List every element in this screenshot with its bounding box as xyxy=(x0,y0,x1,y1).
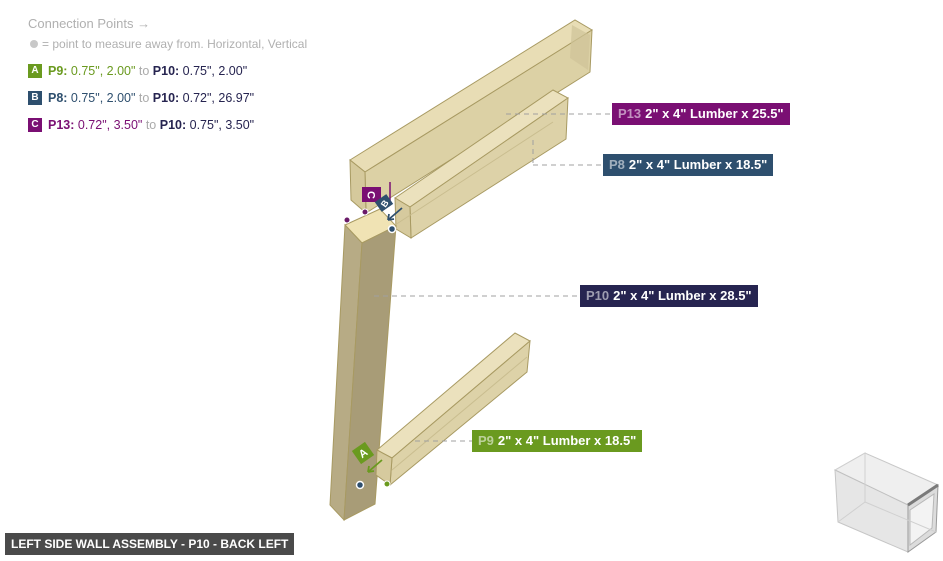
from-part: P13: xyxy=(48,118,75,132)
to-part: P10: xyxy=(152,91,180,105)
part-id: P8 xyxy=(609,157,625,172)
legend-title: Connection Points → xyxy=(28,16,151,31)
to-values: 0.75", 2.00" xyxy=(179,64,248,78)
part-desc: 2" x 4" Lumber x 18.5" xyxy=(628,157,768,172)
svg-text:B: B xyxy=(379,198,391,209)
part-id: P13 xyxy=(618,106,642,121)
overview-thumbnail[interactable] xyxy=(830,450,940,555)
to-word: to xyxy=(135,91,153,105)
part-desc: 2" x 4" Lumber x 25.5" xyxy=(645,106,784,121)
part-desc: 2" x 4" Lumber x 28.5" xyxy=(613,288,752,303)
board-p8[interactable] xyxy=(394,89,569,239)
part-desc: 2" x 4" Lumber x 18.5" xyxy=(497,433,637,448)
connection-dots xyxy=(343,208,397,490)
board-p9[interactable] xyxy=(375,332,531,487)
point-dot-icon xyxy=(30,39,38,48)
from-part: P9: xyxy=(48,64,68,78)
view-title-footer: LEFT SIDE WALL ASSEMBLY - P10 - BACK LEF… xyxy=(5,533,295,555)
badge-b: B xyxy=(28,90,42,105)
legend-note-text: = point to measure away from. Horizontal… xyxy=(42,37,308,51)
from-values: 0.75", 2.00" xyxy=(67,91,136,105)
connection-a: A P9: 0.75", 2.00" to P10: 0.75", 2.00" xyxy=(28,63,307,79)
to-word: to xyxy=(142,118,160,132)
leader-lines xyxy=(374,113,612,442)
board-p10[interactable] xyxy=(329,208,397,522)
part-id: P9 xyxy=(478,433,494,448)
marker-a[interactable]: A xyxy=(351,441,383,473)
to-values: 0.72", 26.97" xyxy=(179,91,255,105)
marker-b[interactable]: B xyxy=(374,194,403,221)
svg-text:C: C xyxy=(365,191,377,199)
legend-note: = point to measure away from. Horizontal… xyxy=(30,37,307,51)
part-id: P10 xyxy=(586,288,610,303)
from-values: 0.72", 3.50" xyxy=(74,118,143,132)
to-word: to xyxy=(135,64,153,78)
from-values: 0.75", 2.00" xyxy=(67,64,136,78)
connection-c: C P13: 0.72", 3.50" to P10: 0.75", 3.50" xyxy=(28,117,307,133)
badge-c: C xyxy=(28,117,42,132)
to-part: P10: xyxy=(152,64,180,78)
to-part: P10: xyxy=(159,118,187,132)
connection-b: B P8: 0.75", 2.00" to P10: 0.72", 26.97" xyxy=(28,90,307,106)
connection-points-legend: Connection Points → = point to measure a… xyxy=(28,16,307,144)
board-p13[interactable] xyxy=(349,19,593,215)
from-part: P8: xyxy=(48,91,68,105)
badge-a: A xyxy=(28,63,42,78)
to-values: 0.75", 3.50" xyxy=(186,118,255,132)
